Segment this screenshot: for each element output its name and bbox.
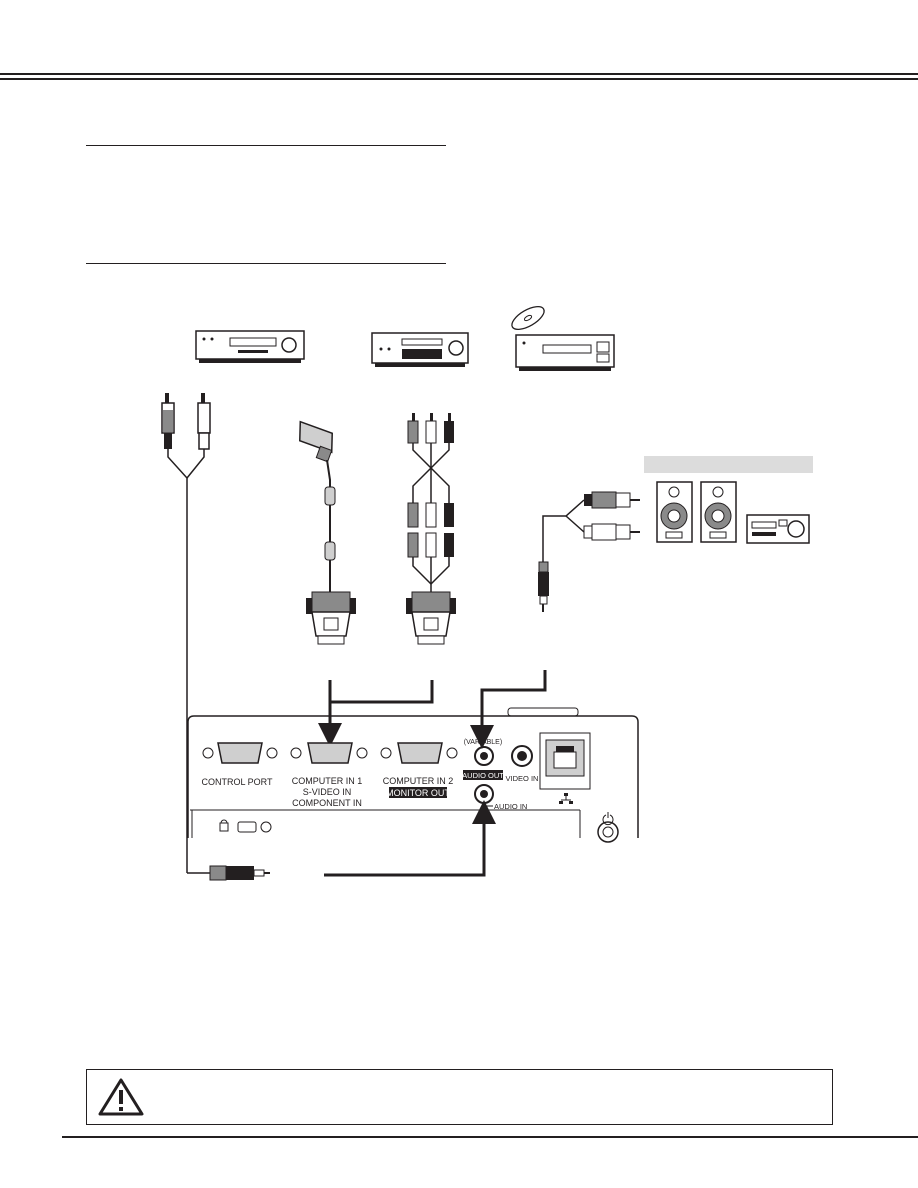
audio-out-cable [538,491,640,612]
audio-equipment-header [644,456,813,473]
video-deck-device [371,332,469,367]
power-socket [597,821,619,843]
component-in-label: COMPONENT IN [292,798,362,808]
control-port-label: CONTROL PORT [201,777,273,787]
monitor-out-badge [389,787,447,798]
audio-in-label: AUDIO IN [494,802,527,811]
computer-in-1-port [290,742,368,764]
audio-out-label: AUDIO OUT [462,771,504,780]
header-rule-bottom [0,78,918,80]
computer-in-2-label: COMPUTER IN 2 [383,776,454,786]
vcr-device [195,330,305,363]
audio-amplifier [746,514,810,544]
network-icon [559,793,573,804]
audio-rca-cable [161,393,270,881]
video-in-label: VIDEO IN [506,774,539,783]
speaker-left [656,481,693,543]
monitor-out-label: MONITOR OUT [386,788,450,798]
speaker-right [700,481,737,543]
section-rule-2 [86,263,446,265]
audio-out-arrow [470,670,547,749]
computer-in-1-arrow [330,680,434,704]
dvd-player-device [511,305,615,371]
video-in-jack [511,745,533,767]
audio-out-jack [474,746,494,766]
audio-in-jack [474,784,494,804]
footer-rule [62,1136,918,1138]
header-rule-top [0,73,918,75]
component-vga-cable [406,413,456,645]
warning-triangle-icon [98,1078,144,1116]
kensington-lock-icon [219,819,229,832]
variable-label: (VARIABLE) [464,739,502,746]
control-port [202,742,278,764]
warning-box [86,1069,833,1125]
service-hole [260,821,272,833]
scart-vga-cable [299,420,356,645]
lan-port [539,732,591,790]
security-slot [237,821,257,833]
audio-in-arrow [324,800,496,877]
audio-out-badge [463,770,503,780]
s-video-in-label: S-VIDEO IN [303,787,352,797]
section-rule-1 [86,145,446,147]
projector-rear-panel: CONTROL PORT COMPUTER IN 1 S-VIDEO IN CO… [187,707,639,843]
power-icon [602,812,614,825]
computer-in-1-label: COMPUTER IN 1 [292,776,363,786]
computer-in-2-port [380,742,458,764]
